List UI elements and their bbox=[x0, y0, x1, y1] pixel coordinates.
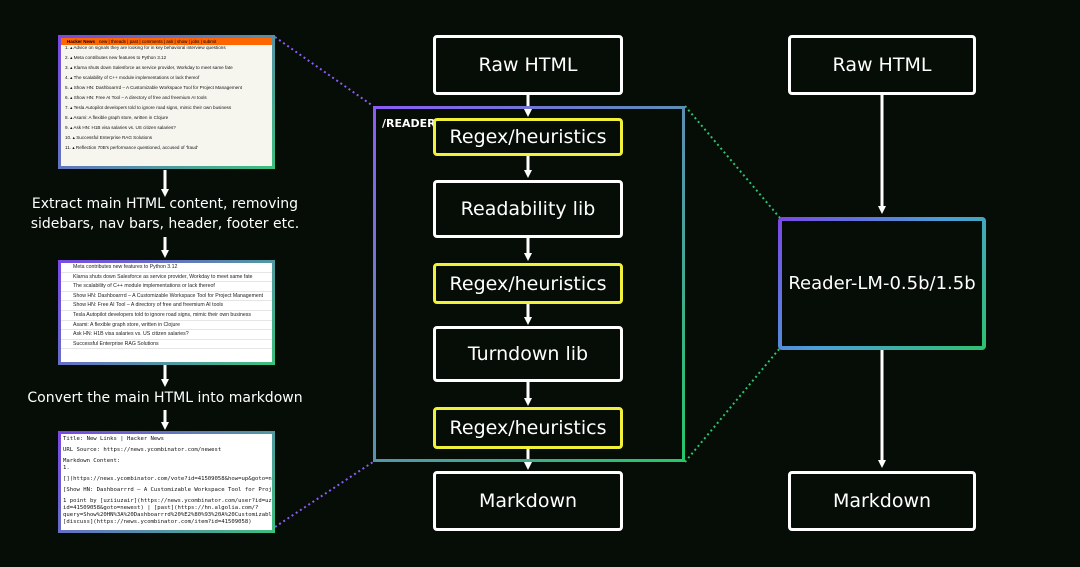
markdown-line: 1. bbox=[63, 465, 70, 471]
clean-story-item: Tesla Autopilot developers told to ignor… bbox=[61, 311, 272, 321]
clean-story-list: Meta contributes new features to Python … bbox=[61, 263, 272, 350]
regex-heuristics-box-3: Regex/heuristics bbox=[433, 407, 623, 449]
zoom-line-right-bottom bbox=[684, 347, 781, 463]
caption-extract-line-1: Extract main HTML content, removing bbox=[31, 196, 299, 212]
markdown-line: Title: New Links | Hacker News bbox=[63, 436, 165, 442]
readability-lib-box: Readability lib bbox=[433, 180, 623, 238]
hn-story-meta bbox=[61, 151, 272, 155]
clean-story-item: Successful Enterprise RAG Solutions bbox=[61, 340, 272, 350]
hn-header-bar: Hacker News new | threads | past | comme… bbox=[61, 38, 272, 45]
caption-extract-line-2: sidebars, nav bars, header, footer etc. bbox=[30, 216, 300, 232]
raw-html-box: Raw HTML bbox=[433, 35, 623, 95]
hn-story-item: 10. ▴ Successful Enterprise RAG Solution… bbox=[65, 135, 153, 140]
clean-story-item: Meta contributes new features to Python … bbox=[61, 263, 272, 273]
turndown-lib-box: Turndown lib bbox=[433, 326, 623, 382]
markdown-line: 1 point by [uziiuzair](https://news.ycom… bbox=[63, 498, 275, 504]
clean-story-item: Show HN: Dashboarrrd – A Customizable Wo… bbox=[61, 292, 272, 302]
markdown-line: query=Show%20HN%3A%20Dashboarrrd%20%E2%8… bbox=[63, 512, 275, 518]
caption-convert: Convert the main HTML into markdown bbox=[10, 388, 320, 408]
markdown-line: [Show HN: Dashboarrrd – A Customizable W… bbox=[63, 487, 275, 493]
markdown-line: [](https://news.ycombinator.com/vote?id=… bbox=[63, 476, 275, 482]
hacker-news-page-thumbnail: Hacker News new | threads | past | comme… bbox=[58, 35, 275, 169]
hn-story-item: 1. ▴ Advice on signals they are looking … bbox=[65, 45, 226, 50]
clean-story-item: The scalability of C++ module implementa… bbox=[61, 282, 272, 292]
hn-story-item: 7. ▴ Tesla Autopilot developers told to … bbox=[65, 105, 232, 110]
markdown-box-right: Markdown bbox=[788, 471, 976, 531]
hn-story-item: 5. ▴ Show HN: Dashboarrrd – A Customizab… bbox=[65, 85, 243, 90]
main-content-thumbnail: Meta contributes new features to Python … bbox=[58, 260, 275, 365]
markdown-box-middle: Markdown bbox=[433, 471, 623, 531]
caption-extract: Extract main HTML content, removing side… bbox=[20, 194, 310, 234]
hn-header-title: Hacker News bbox=[67, 39, 96, 44]
hn-story-item: 4. ▴ The scalability of C++ module imple… bbox=[65, 75, 200, 80]
caption-convert-line: Convert the main HTML into markdown bbox=[27, 390, 303, 406]
hn-story-list: 1. ▴ Advice on signals they are looking … bbox=[61, 45, 272, 155]
hn-story-item: 9. ▴ Ask HN: H1B visa salaries vs. US ci… bbox=[65, 125, 176, 130]
zoom-line-bottom bbox=[274, 461, 374, 528]
hn-header-nav: new | threads | past | comments | ask | … bbox=[99, 39, 217, 44]
zoom-line-top bbox=[274, 36, 374, 107]
markdown-line: [discuss](https://news.ycombinator.com/i… bbox=[63, 519, 252, 525]
clean-story-item: Asami: A flexible graph store, written i… bbox=[61, 321, 272, 331]
markdown-line: URL Source: https://news.ycombinator.com… bbox=[63, 447, 222, 453]
raw-html-box-right: Raw HTML bbox=[788, 35, 976, 95]
hn-story-item: 3. ▴ Klarna shuts down Salesforce as ser… bbox=[65, 65, 233, 70]
markdown-line: Markdown Content: bbox=[63, 458, 121, 464]
clean-story-item: Show HN: Free AI Tool – A directory of f… bbox=[61, 301, 272, 311]
reader-tag: /READER bbox=[382, 117, 436, 130]
reader-lm-model-box: Reader-LM-0.5b/1.5b bbox=[778, 217, 986, 350]
regex-heuristics-box-1: Regex/heuristics bbox=[433, 118, 623, 156]
hn-story-item: 8. ▴ Asami: A flexible graph store, writ… bbox=[65, 115, 169, 120]
clean-story-item: Klarna shuts down Salesforce as service … bbox=[61, 273, 272, 283]
zoom-line-right-top bbox=[684, 105, 781, 219]
regex-heuristics-box-2: Regex/heuristics bbox=[433, 263, 623, 304]
hn-story-item: 6. ▴ Show HN: Free AI Tool – A directory… bbox=[65, 95, 207, 100]
clean-story-item: Ask HN: H1B visa salaries vs. US citizen… bbox=[61, 330, 272, 340]
hn-story-item: 11. ▴ Reflection 70B's performance quest… bbox=[65, 145, 199, 150]
hn-story-item: 2. ▴ Meta contributes new features to Py… bbox=[65, 55, 167, 60]
markdown-line: id=41509058&goto=newest) | [past](https:… bbox=[63, 505, 259, 511]
